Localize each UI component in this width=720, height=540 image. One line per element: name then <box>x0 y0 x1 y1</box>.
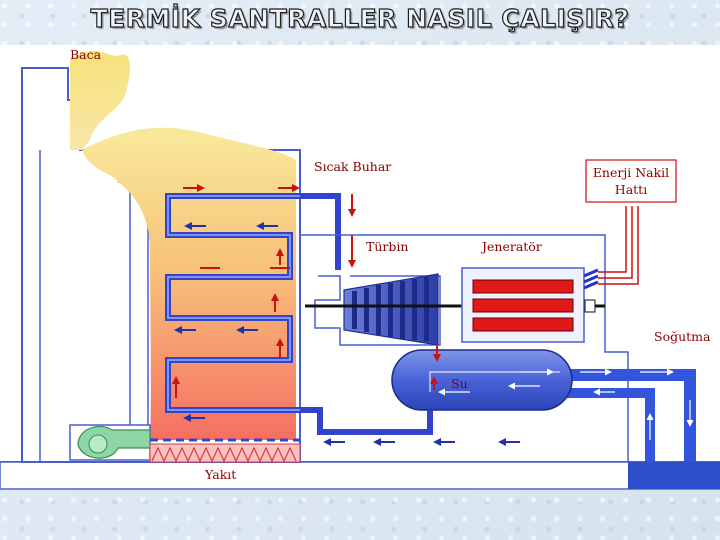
power-line-wires <box>598 206 639 285</box>
label-baca: Baca <box>70 47 102 62</box>
cooling-loop <box>560 368 696 462</box>
foundation-slab <box>0 461 720 490</box>
cooling-reservoir <box>628 462 720 489</box>
label-sicak-buhar: Sıcak Buhar <box>314 159 391 174</box>
chimney-smoke <box>70 50 130 150</box>
label-sogutma: Soğutma <box>654 329 711 344</box>
diagram-panel <box>0 45 720 490</box>
generator <box>461 267 599 343</box>
boiler-steam-coil-highlight <box>167 195 300 411</box>
label-turbin: Türbin <box>366 239 408 254</box>
furnace-hot-gas <box>82 127 296 441</box>
burner <box>149 438 301 463</box>
air-blower <box>69 424 151 461</box>
steam-pipe-to-turbine <box>300 193 341 270</box>
label-jenerator: Jeneratör <box>480 239 542 254</box>
turbine <box>314 273 441 346</box>
energy-line-box <box>585 159 677 203</box>
turbine-hall-right-wall <box>604 300 629 462</box>
condenser-tank <box>391 349 573 411</box>
label-su: Su <box>451 376 468 391</box>
label-enerji-nakil-2: Hattı <box>615 182 647 197</box>
slide-title: TERMİK SANTRALLER NASIL ÇALIŞIR? <box>90 3 630 33</box>
label-enerji-nakil-1: Enerji Nakil <box>593 165 669 180</box>
return-water-pipe <box>300 407 433 435</box>
label-yakit: Yakıt <box>204 467 236 482</box>
coil-flow-arrows <box>172 184 300 422</box>
